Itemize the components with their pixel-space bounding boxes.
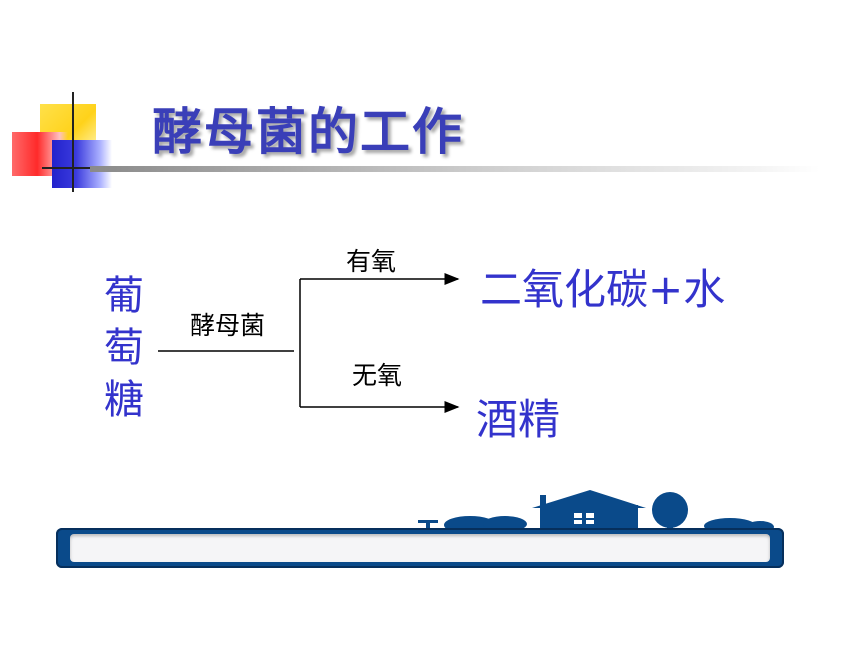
slide-title: 酵母菌的工作 xyxy=(152,102,464,161)
aerobic-product: 二氧化碳+水 xyxy=(480,265,726,314)
skyline-window-4 xyxy=(586,520,594,524)
glucose-label: 葡 萄 糖 xyxy=(102,270,146,426)
title-decor-vertical-line xyxy=(72,92,74,192)
glucose-char-2: 萄 xyxy=(104,325,144,371)
anaerobic-product: 酒精 xyxy=(476,395,561,444)
skyline-tree-crown xyxy=(652,492,688,528)
bottom-bar-inner-panel xyxy=(70,534,770,562)
skyline-window-1 xyxy=(574,513,582,518)
title-decor-blue-square xyxy=(52,140,112,188)
glucose-char-1: 葡 xyxy=(104,273,144,319)
skyline-post-stem xyxy=(426,520,430,530)
aerobic-label: 有氧 xyxy=(346,247,397,276)
skyline-chimney xyxy=(540,495,546,507)
anaerobic-label: 无氧 xyxy=(352,361,403,390)
yeast-label: 酵母菌 xyxy=(190,311,266,340)
skyline-window-2 xyxy=(586,513,594,518)
skyline-window-3 xyxy=(574,520,582,524)
title-decor-horizontal-line xyxy=(42,167,112,169)
title-underline-rule xyxy=(90,166,820,172)
skyline-house-roof xyxy=(532,490,646,508)
glucose-char-3: 糖 xyxy=(104,377,144,423)
